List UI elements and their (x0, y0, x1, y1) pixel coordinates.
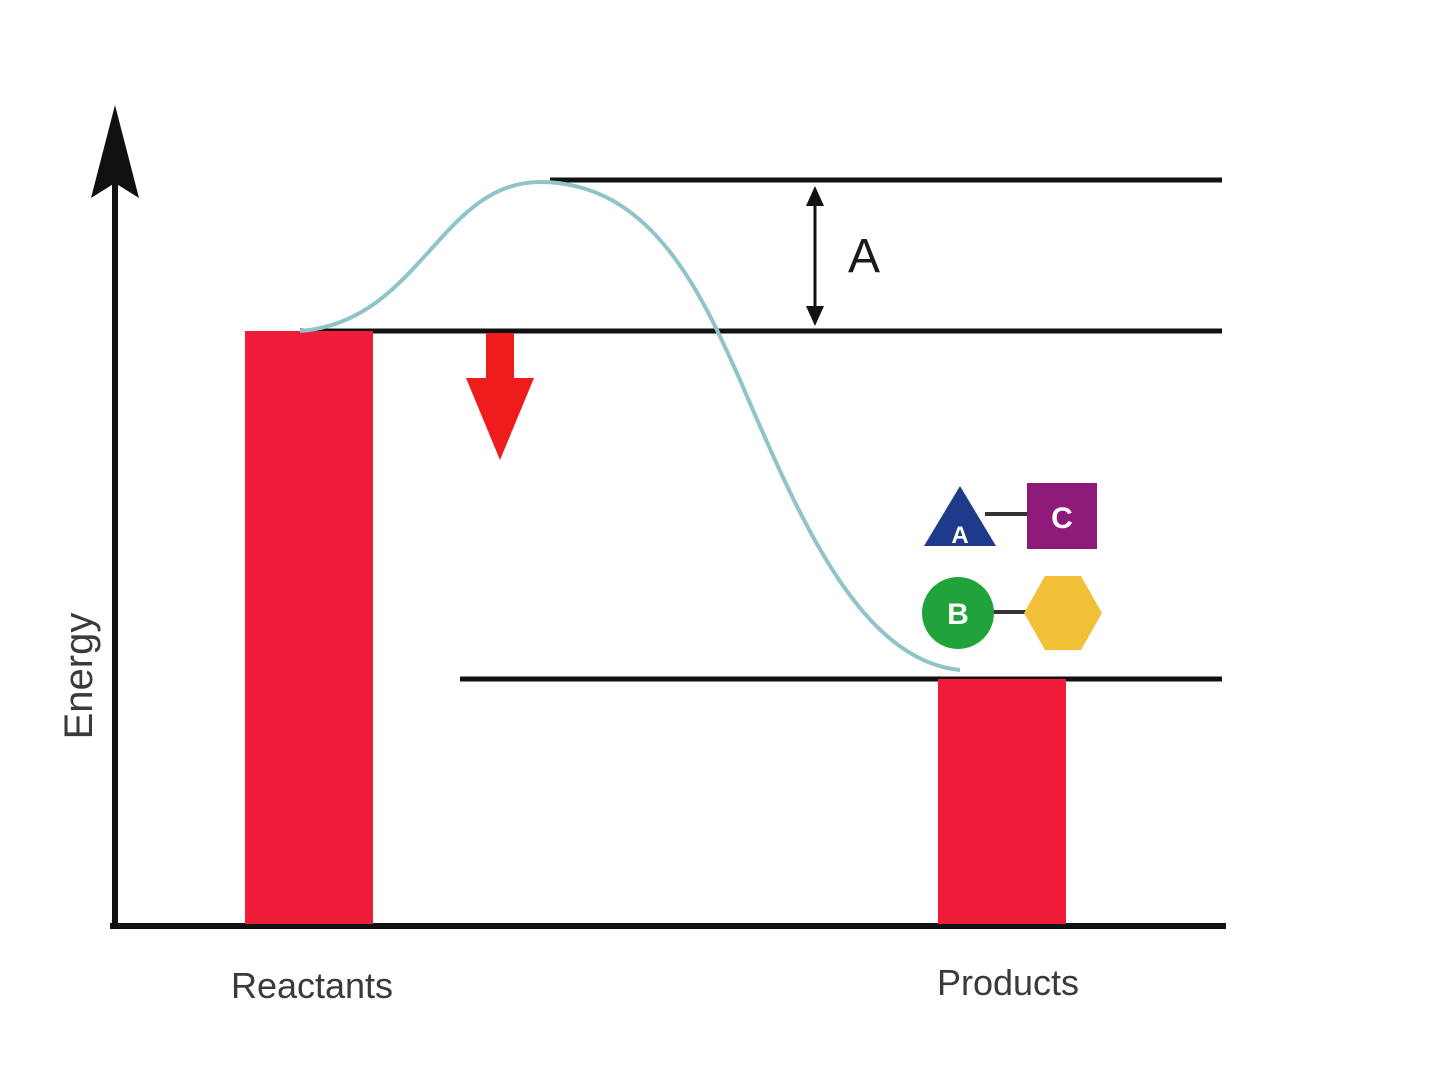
square-molecule-label: C (1051, 502, 1073, 535)
energy-release-arrow-icon (466, 333, 534, 460)
gap-label: A (848, 230, 880, 283)
y-axis-arrowhead-icon (91, 105, 139, 198)
y-axis-label: Energy (57, 613, 101, 740)
circle-molecule (922, 577, 994, 649)
hexagon-molecule (1024, 576, 1102, 650)
circle-molecule-label: B (947, 598, 969, 631)
products-label: Products (937, 962, 1079, 1003)
square-molecule (1027, 483, 1097, 549)
arrow-up-icon (806, 186, 824, 206)
products-bar (938, 679, 1066, 924)
arrow-down-icon (806, 306, 824, 326)
reactants-bar (245, 331, 373, 924)
triangle-molecule (924, 486, 996, 546)
triangle-molecule-label: A (951, 522, 968, 549)
reaction-curve (299, 179, 961, 672)
reactants-label: Reactants (231, 965, 393, 1006)
